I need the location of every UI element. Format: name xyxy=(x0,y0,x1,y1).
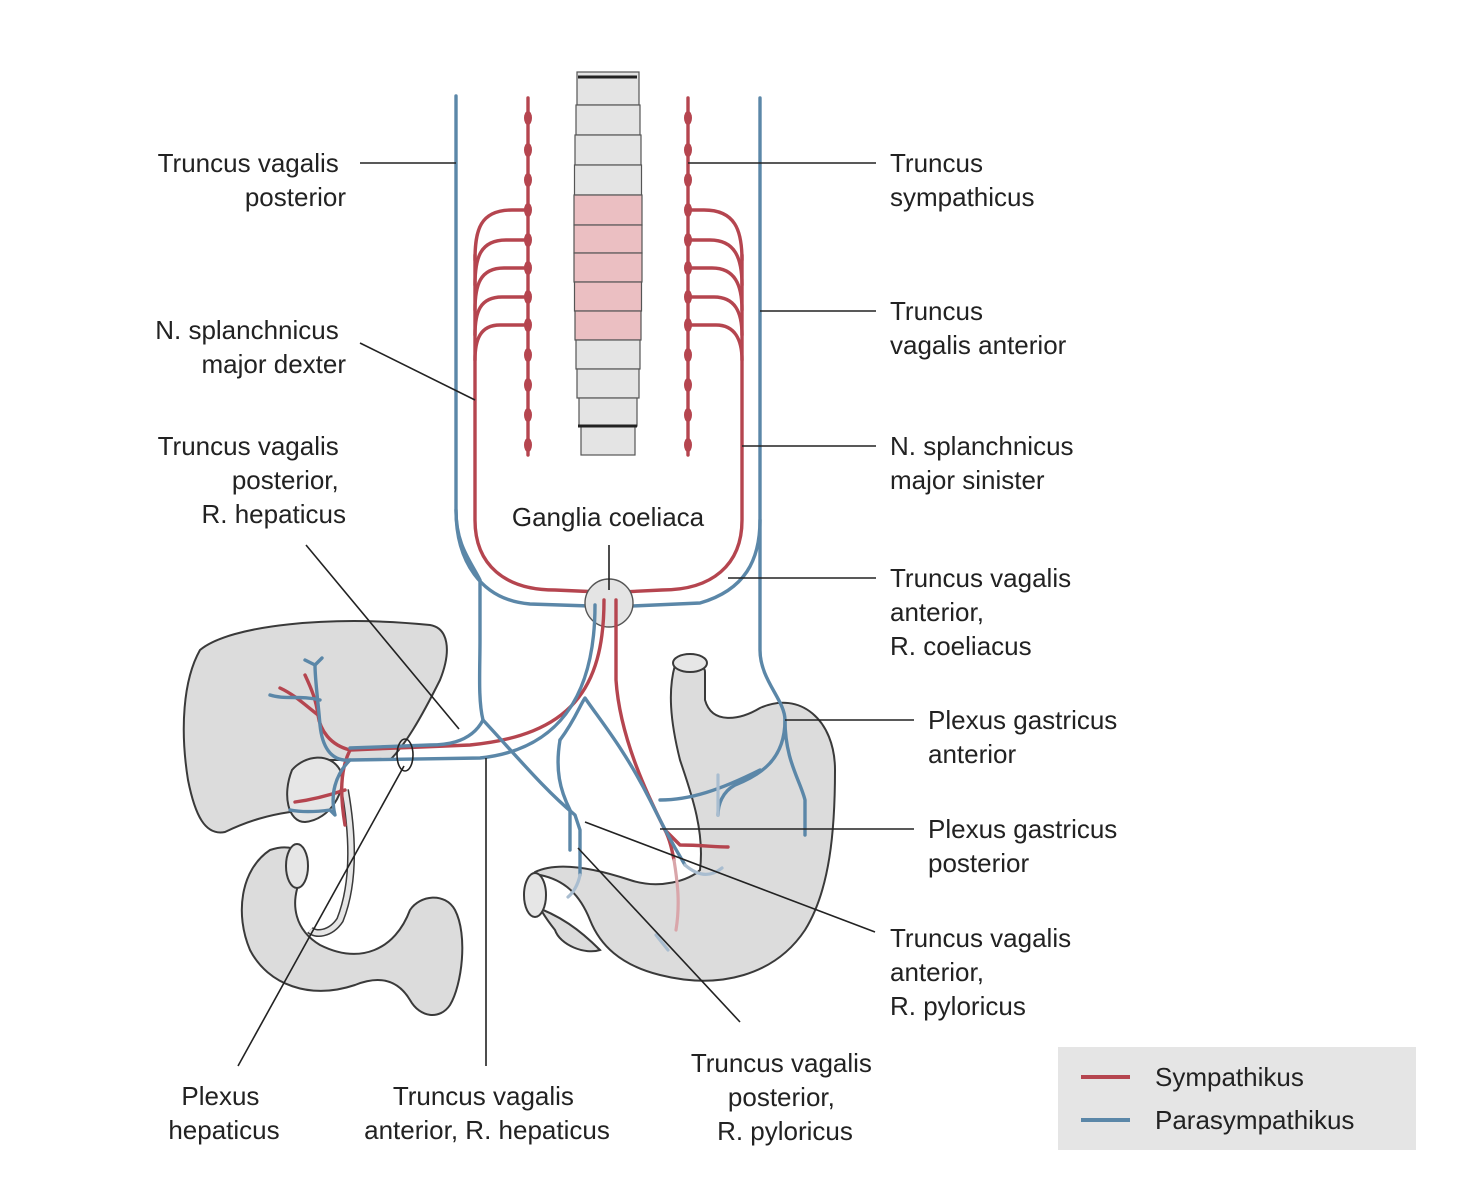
label-plexus-hepaticus: Plexus hepaticus xyxy=(168,1081,279,1145)
sympathetic-ganglion-node xyxy=(524,173,532,187)
label-truncus-vagalis-posterior: Truncus vagalis posterior xyxy=(158,148,347,212)
vertebra-segment xyxy=(580,425,636,456)
sympathetic-ganglion-node xyxy=(524,408,532,422)
sympathetic-ganglion-node xyxy=(524,111,532,125)
vertebral-column xyxy=(573,71,643,456)
label-plexus-gastricus-posterior: Plexus gastricus posterior xyxy=(928,814,1125,878)
label-truncus-vagalis-anterior-r-hepaticus: Truncus vagalis anterior, R. hepaticus xyxy=(364,1081,610,1145)
sympathetic-ganglion-node xyxy=(524,143,532,157)
vertebra-segment xyxy=(575,339,641,370)
sympathetic-ganglion-node xyxy=(684,408,692,422)
label-truncus-vagalis-posterior-r-pyloricus: Truncus vagalis posterior, R. pyloricus xyxy=(691,1048,879,1146)
label-n-splanchnicus-major-sinister: N. splanchnicus major sinister xyxy=(890,431,1081,495)
sympathetic-ganglion-node xyxy=(684,173,692,187)
legend-label-sympathikus: Sympathikus xyxy=(1155,1062,1304,1092)
gallbladder xyxy=(286,756,343,824)
splanchnic-nerves xyxy=(473,208,744,594)
vertebra-segment xyxy=(576,368,640,399)
vertebra-segment xyxy=(573,194,643,226)
sympathetic-ganglion-node xyxy=(524,438,532,452)
vagal-trunks xyxy=(454,94,807,837)
label-truncus-vagalis-anterior-r-pyloricus: Truncus vagalis anterior, R. pyloricus xyxy=(890,923,1078,1021)
vertebra-segment xyxy=(573,164,643,196)
label-truncus-sympathicus: Truncus sympathicus xyxy=(890,148,1035,212)
label-truncus-vagalis-posterior-r-hepaticus: Truncus vagalis posterior, R. hepaticus xyxy=(158,431,346,529)
label-truncus-vagalis-anterior-r-coeliacus: Truncus vagalis anterior, R. coeliacus xyxy=(890,563,1078,661)
legend-label-parasympathikus: Parasympathikus xyxy=(1155,1105,1354,1135)
vertebra-segment xyxy=(573,252,643,283)
vertebra-segment xyxy=(573,281,643,312)
sympathetic-ganglion-node xyxy=(524,348,532,362)
sympathetic-ganglion-node xyxy=(684,438,692,452)
legend: Sympathikus Parasympathikus xyxy=(1058,1047,1416,1150)
label-n-splanchnicus-major-dexter: N. splanchnicus major dexter xyxy=(155,315,346,379)
vertebra-segment xyxy=(575,104,641,136)
sympathetic-ganglion-node xyxy=(684,348,692,362)
sympathetic-ganglion-node xyxy=(684,111,692,125)
label-ganglia-coeliaca: Ganglia coeliaca xyxy=(512,502,705,532)
sympathetic-ganglion-node xyxy=(684,378,692,392)
vertebra-segment xyxy=(578,397,638,427)
sympathetic-ganglion-node xyxy=(524,378,532,392)
sympathetic-ganglion-node xyxy=(684,143,692,157)
stomach xyxy=(523,653,837,982)
hepatic-branches xyxy=(268,598,606,827)
leader-lines xyxy=(237,162,914,1067)
vertebra-segment xyxy=(573,224,643,254)
bile-duct xyxy=(307,789,356,937)
plexus-hepaticus-ring xyxy=(396,738,414,772)
label-truncus-vagalis-anterior: Truncus vagalis anterior xyxy=(890,296,1067,360)
vertebra-segment xyxy=(574,134,642,166)
label-plexus-gastricus-anterior: Plexus gastricus anterior xyxy=(928,705,1125,769)
duodenum xyxy=(240,843,464,1016)
